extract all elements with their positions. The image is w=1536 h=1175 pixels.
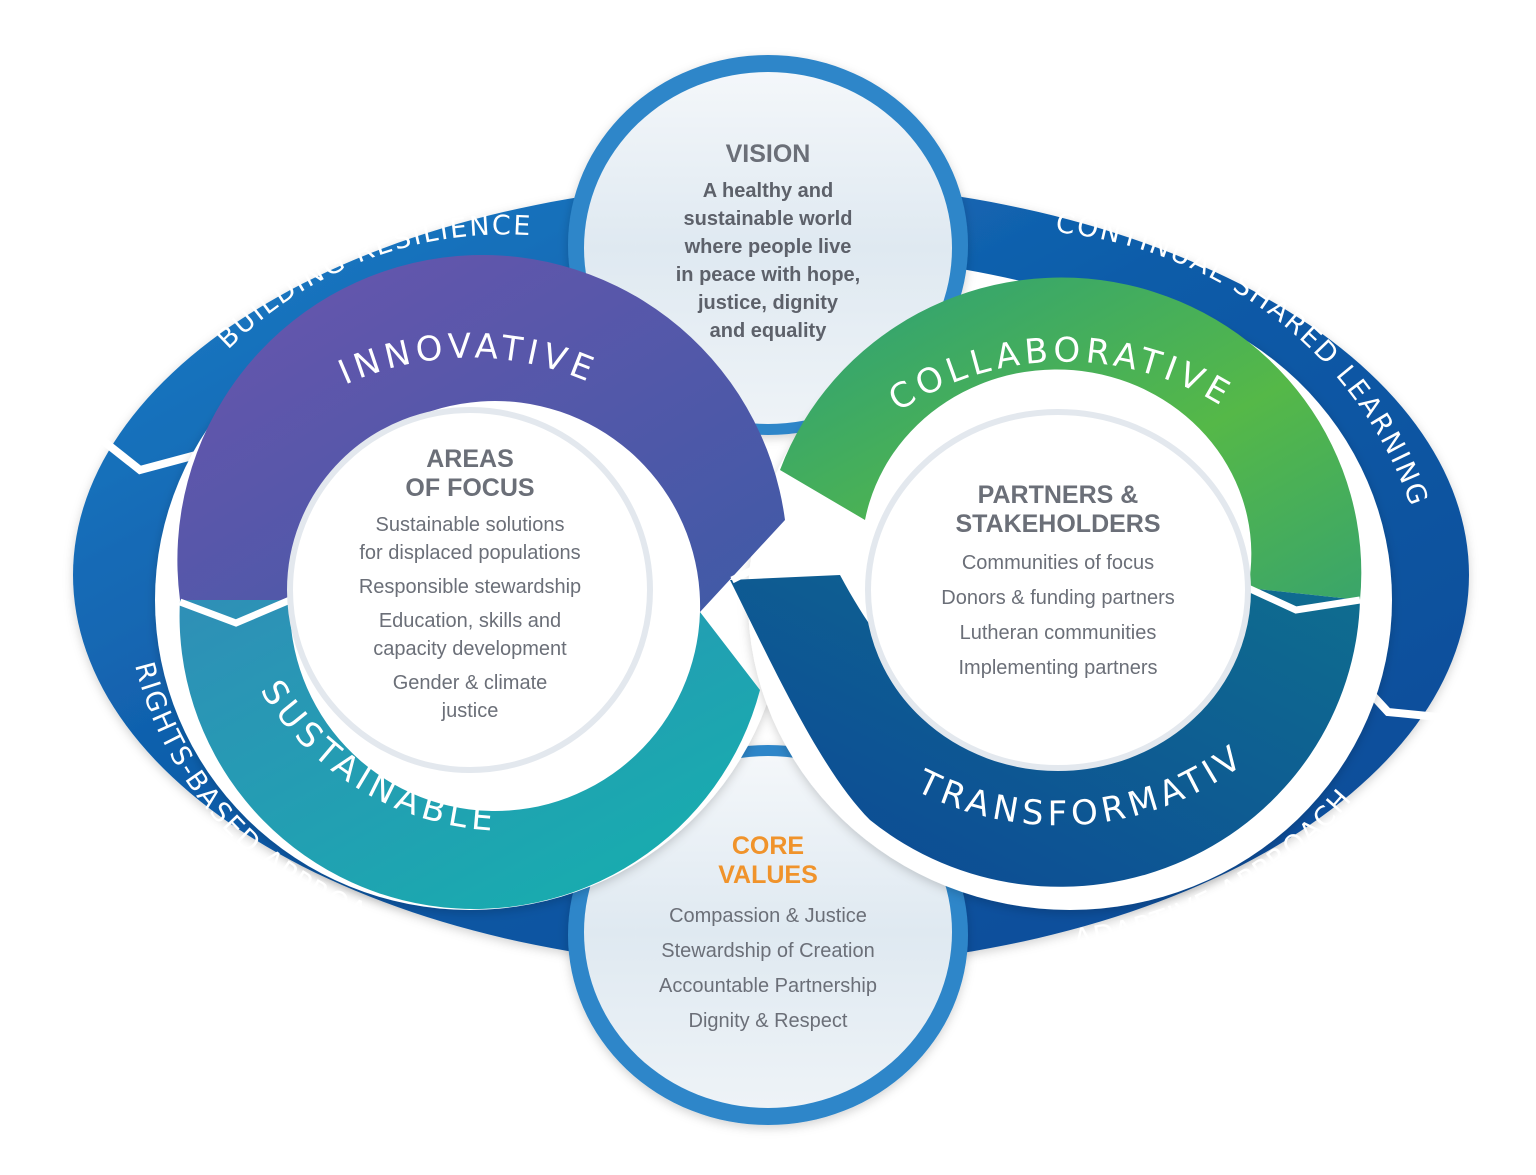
list-item: Compassion & Justice	[669, 905, 867, 927]
partners-list: Communities of focus Donors & funding pa…	[908, 549, 1208, 682]
partners-title-2: STAKEHOLDERS	[955, 510, 1161, 538]
collaborative-band	[780, 277, 1362, 600]
vision-line-3: where people live	[684, 236, 852, 258]
areas-of-focus-block: AREAS OF FOCUS Sustainable solutions for…	[320, 445, 620, 725]
vision-line-2: sustainable world	[683, 208, 853, 230]
areas-item-3-line-1: Education, skills and	[378, 610, 562, 632]
areas-item-4-line-2: justice	[441, 700, 499, 722]
vision-title: VISION	[725, 140, 811, 168]
areas-item-2: Responsible stewardship	[320, 573, 620, 601]
vision-line-4: in peace with hope,	[675, 264, 861, 286]
areas-item-1-line-1: Sustainable solutions	[375, 514, 565, 536]
infinity-crossing	[730, 556, 774, 584]
divider-left	[89, 428, 198, 475]
sustainable-band	[179, 600, 761, 910]
areas-item-1-line-2: for displaced populations	[359, 542, 581, 564]
list-item: Dignity & Respect	[688, 1010, 848, 1032]
list-item: Stewardship of Creation	[661, 940, 875, 962]
innovative-band	[177, 254, 786, 613]
core-values-title-1: CORE	[731, 832, 805, 860]
left-inner-disc	[287, 407, 653, 773]
core-values-bubble-fill	[584, 756, 952, 1108]
left-loop-divider	[178, 596, 292, 627]
areas-item-1: Sustainable solutions for displaced popu…	[320, 511, 620, 567]
vision-block: VISION A healthy and sustainable world w…	[628, 140, 908, 345]
vision-line-5: justice, dignity	[697, 292, 839, 314]
areas-item-4-line-1: Gender & climate	[392, 672, 548, 694]
left-loop	[177, 254, 786, 910]
partners-title-1: PARTNERS &	[977, 481, 1139, 509]
partners-block: PARTNERS & STAKEHOLDERS Communities of f…	[908, 481, 1208, 689]
list-item: Donors & funding partners	[941, 587, 1175, 609]
vision-line-6: and equality	[709, 320, 827, 342]
list-item: Lutheran communities	[959, 622, 1157, 644]
areas-title-2: OF FOCUS	[405, 474, 535, 502]
areas-item-2-line-1: Responsible stewardship	[358, 576, 582, 598]
core-values-block: CORE VALUES Compassion & Justice Steward…	[618, 832, 918, 1042]
areas-item-3-line-2: capacity development	[373, 638, 567, 660]
right-inner-disc	[865, 409, 1251, 771]
right-loop-divider	[1246, 584, 1361, 614]
areas-item-3: Education, skills and capacity developme…	[320, 607, 620, 663]
areas-title-1: AREAS	[426, 445, 514, 473]
list-item: Communities of focus	[961, 552, 1155, 574]
crossing-seam	[730, 556, 774, 584]
list-item: Implementing partners	[958, 657, 1158, 679]
inner-discs	[287, 407, 1251, 773]
core-values-title-2: VALUES	[718, 861, 818, 889]
core-values-list: Compassion & Justice Stewardship of Crea…	[618, 902, 918, 1035]
vision-line-1: A healthy and	[702, 180, 834, 202]
areas-item-4: Gender & climate justice	[320, 669, 620, 725]
list-item: Accountable Partnership	[659, 975, 877, 997]
